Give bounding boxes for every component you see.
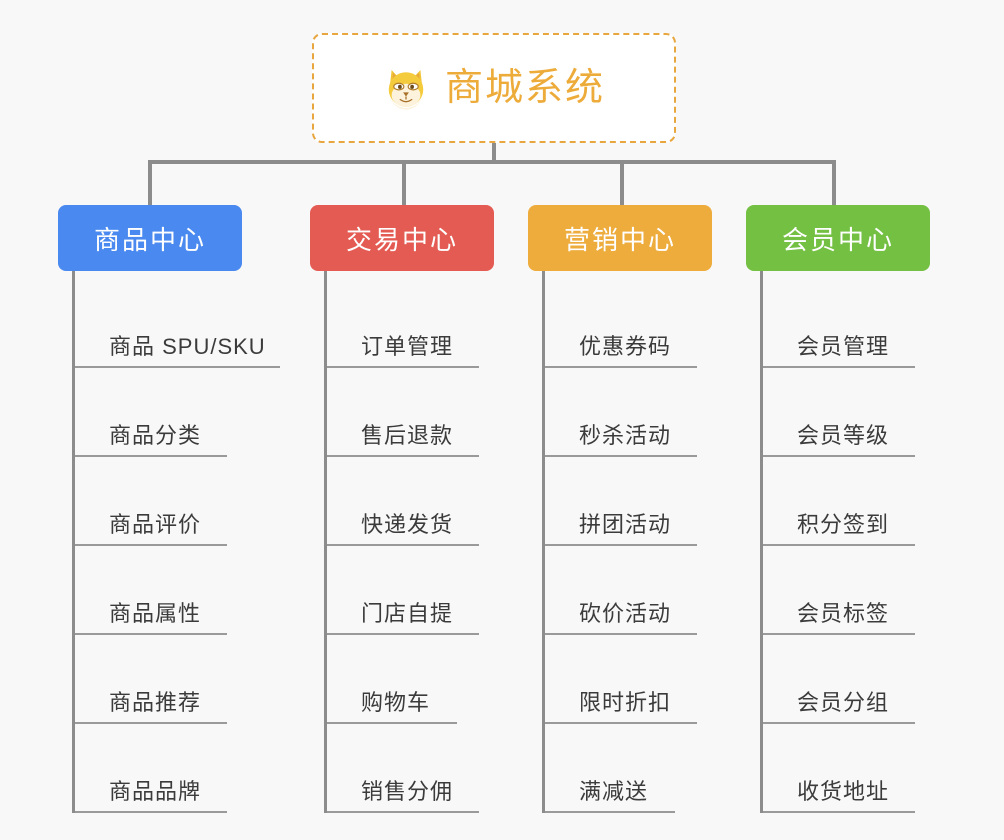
leaf-underline <box>763 633 915 635</box>
connector-horizontal-bus <box>148 160 836 164</box>
leaf-list-4: 会员管理 会员等级 积分签到 会员标签 会员分组 收货地址 <box>760 271 930 813</box>
category-header-1[interactable]: 商品中心 <box>58 205 242 271</box>
leaf-item[interactable]: 商品分类 <box>75 368 266 457</box>
leaf-item[interactable]: 限时折扣 <box>545 635 712 724</box>
leaf-label: 会员管理 <box>797 334 890 359</box>
leaf-list-2: 订单管理 售后退款 快递发货 门店自提 购物车 销售分佣 <box>324 271 494 813</box>
leaf-item[interactable]: 秒杀活动 <box>545 368 712 457</box>
connector-drop-2 <box>402 160 406 208</box>
leaf-item[interactable]: 商品评价 <box>75 457 266 546</box>
leaf-item[interactable]: 销售分佣 <box>327 724 494 813</box>
root-node-shop-system[interactable]: 商城系统 <box>312 33 676 143</box>
leaf-underline <box>545 722 697 724</box>
leaf-item[interactable]: 购物车 <box>327 635 494 724</box>
leaf-underline <box>75 455 227 457</box>
leaf-item[interactable]: 会员标签 <box>763 546 930 635</box>
leaf-underline <box>75 633 227 635</box>
leaf-label: 满减送 <box>579 779 649 804</box>
connector-root-stem <box>492 143 496 163</box>
leaf-underline <box>545 633 697 635</box>
leaf-underline <box>75 811 227 813</box>
leaf-label: 订单管理 <box>361 334 454 359</box>
category-header-2[interactable]: 交易中心 <box>310 205 494 271</box>
leaf-underline <box>75 544 227 546</box>
leaf-underline <box>75 366 280 368</box>
leaf-item[interactable]: 商品 SPU/SKU <box>75 279 280 368</box>
leaf-label: 商品分类 <box>109 423 202 448</box>
shiba-dog-face-icon <box>388 70 424 110</box>
leaf-label: 商品属性 <box>109 601 202 626</box>
leaf-underline <box>763 366 915 368</box>
leaf-label: 秒杀活动 <box>579 423 672 448</box>
leaf-list-3: 优惠券码 秒杀活动 拼团活动 砍价活动 限时折扣 满减送 <box>542 271 712 813</box>
leaf-underline <box>763 455 915 457</box>
leaf-item[interactable]: 积分签到 <box>763 457 930 546</box>
leaf-item[interactable]: 门店自提 <box>327 546 494 635</box>
leaf-item[interactable]: 砍价活动 <box>545 546 712 635</box>
leaf-item[interactable]: 快递发货 <box>327 457 494 546</box>
column-product-center: 商品中心 商品 SPU/SKU 商品分类 商品评价 商品属性 商品推荐 <box>58 205 280 813</box>
leaf-underline <box>327 455 479 457</box>
leaf-underline <box>327 544 479 546</box>
connector-drop-3 <box>620 160 624 208</box>
leaf-item[interactable]: 会员分组 <box>763 635 930 724</box>
leaf-label: 商品品牌 <box>109 779 202 804</box>
category-header-2-label: 交易中心 <box>345 224 458 255</box>
leaf-underline <box>327 633 479 635</box>
leaf-item[interactable]: 商品属性 <box>75 546 266 635</box>
leaf-item[interactable]: 售后退款 <box>327 368 494 457</box>
column-marketing-center: 营销中心 优惠券码 秒杀活动 拼团活动 砍价活动 限时折扣 <box>528 205 712 813</box>
leaf-list-1: 商品 SPU/SKU 商品分类 商品评价 商品属性 商品推荐 商品品牌 <box>72 271 280 813</box>
leaf-label: 销售分佣 <box>361 779 454 804</box>
leaf-underline <box>545 544 697 546</box>
leaf-label: 砍价活动 <box>579 601 672 626</box>
leaf-label: 优惠券码 <box>579 334 672 359</box>
leaf-item[interactable]: 拼团活动 <box>545 457 712 546</box>
column-member-center: 会员中心 会员管理 会员等级 积分签到 会员标签 会员分组 <box>746 205 930 813</box>
leaf-underline <box>763 544 915 546</box>
leaf-label: 积分签到 <box>797 512 890 537</box>
leaf-underline <box>327 722 457 724</box>
leaf-item[interactable]: 满减送 <box>545 724 712 813</box>
category-header-1-label: 商品中心 <box>93 224 206 255</box>
leaf-label: 会员等级 <box>797 423 890 448</box>
category-header-3[interactable]: 营销中心 <box>528 205 712 271</box>
column-trade-center: 交易中心 订单管理 售后退款 快递发货 门店自提 购物车 <box>310 205 494 813</box>
leaf-item[interactable]: 会员管理 <box>763 279 930 368</box>
leaf-label: 快递发货 <box>361 512 454 537</box>
category-header-3-label: 营销中心 <box>563 224 676 255</box>
leaf-label: 拼团活动 <box>579 512 672 537</box>
leaf-item[interactable]: 商品品牌 <box>75 724 266 813</box>
leaf-item[interactable]: 商品推荐 <box>75 635 266 724</box>
leaf-label: 收货地址 <box>797 779 890 804</box>
category-header-4[interactable]: 会员中心 <box>746 205 930 271</box>
leaf-label: 会员标签 <box>797 601 890 626</box>
leaf-label: 售后退款 <box>361 423 454 448</box>
leaf-label: 商品推荐 <box>109 690 202 715</box>
leaf-underline <box>763 811 915 813</box>
leaf-item[interactable]: 会员等级 <box>763 368 930 457</box>
leaf-label: 门店自提 <box>361 601 454 626</box>
leaf-underline <box>327 366 479 368</box>
root-node-title: 商城系统 <box>444 67 605 109</box>
leaf-item[interactable]: 收货地址 <box>763 724 930 813</box>
connector-drop-1 <box>148 160 152 208</box>
leaf-underline <box>545 455 697 457</box>
leaf-item[interactable]: 优惠券码 <box>545 279 712 368</box>
leaf-label: 限时折扣 <box>579 690 672 715</box>
leaf-label: 商品 SPU/SKU <box>109 334 266 359</box>
leaf-underline <box>75 722 227 724</box>
category-header-4-label: 会员中心 <box>781 224 894 255</box>
leaf-label: 商品评价 <box>109 512 202 537</box>
leaf-underline <box>763 722 915 724</box>
leaf-underline <box>545 811 675 813</box>
leaf-underline <box>327 811 479 813</box>
leaf-underline <box>545 366 697 368</box>
leaf-item[interactable]: 订单管理 <box>327 279 494 368</box>
leaf-label: 会员分组 <box>797 690 890 715</box>
connector-drop-4 <box>832 160 836 208</box>
leaf-label: 购物车 <box>361 690 431 715</box>
